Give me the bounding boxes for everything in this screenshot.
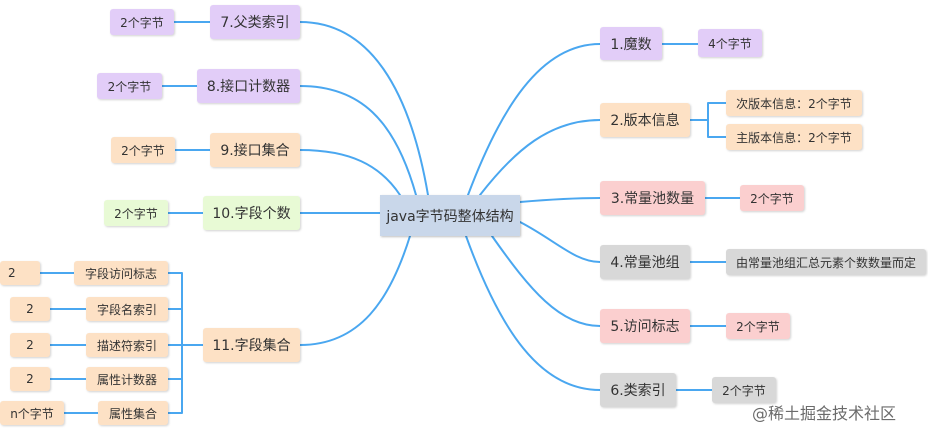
node-magic: 1.魔数 bbox=[600, 27, 662, 60]
field-attribute-set: 属性集合 bbox=[98, 401, 168, 425]
leaf-magic-size: 4个字节 bbox=[698, 29, 762, 57]
node-version: 2.版本信息 bbox=[600, 103, 690, 137]
node-interface-count: 8.接口计数器 bbox=[197, 69, 300, 103]
link-center-version bbox=[479, 119, 601, 196]
link-center-if-count bbox=[299, 85, 417, 196]
field-access-flags: 字段访问标志 bbox=[74, 261, 168, 285]
node-access-flags: 5.访问标志 bbox=[600, 309, 690, 343]
leaf-cp-count-size: 2个字节 bbox=[740, 185, 804, 211]
leaf-class-index-size: 2个字节 bbox=[712, 377, 776, 403]
node-super-index: 7.父类索引 bbox=[210, 5, 300, 39]
watermark: @稀土掘金技术社区 bbox=[752, 404, 897, 423]
link-center-access bbox=[491, 235, 601, 327]
link-center-field-set bbox=[299, 235, 411, 346]
leaf-minor-version: 次版本信息：2个字节 bbox=[726, 90, 862, 116]
value-attribute-count: 2 bbox=[10, 367, 50, 391]
link-center-magic bbox=[467, 43, 601, 196]
value-descriptor-index: 2 bbox=[10, 333, 50, 357]
leaf-interface-count-size: 2个字节 bbox=[97, 73, 162, 99]
leaf-cp-pool-size: 由常量池组汇总元素个数数量而定 bbox=[726, 249, 926, 275]
link-version-bracket bbox=[689, 102, 727, 138]
node-field-set: 11.字段集合 bbox=[203, 328, 300, 362]
field-name-index: 字段名索引 bbox=[86, 297, 168, 321]
leaf-interface-set-size: 2个字节 bbox=[111, 137, 175, 163]
link-field-set-bracket bbox=[167, 272, 204, 414]
node-interface-set: 9.接口集合 bbox=[210, 133, 300, 167]
node-class-index: 6.类索引 bbox=[600, 373, 676, 407]
link-center-cp-count bbox=[519, 197, 601, 203]
value-access-flags: 2 bbox=[0, 261, 40, 285]
node-field-count: 10.字段个数 bbox=[203, 196, 300, 230]
value-name-index: 2 bbox=[10, 297, 50, 321]
link-center-class-index bbox=[465, 235, 601, 391]
field-attribute-count: 属性计数器 bbox=[86, 367, 168, 391]
link-center-super bbox=[299, 21, 429, 196]
leaf-super-size: 2个字节 bbox=[110, 9, 174, 35]
field-descriptor-index: 描述符索引 bbox=[86, 333, 168, 357]
link-center-if-set bbox=[299, 149, 401, 196]
node-cp-pool: 4.常量池组 bbox=[600, 245, 690, 279]
leaf-field-count-size: 2个字节 bbox=[104, 200, 168, 226]
node-cp-count: 3.常量池数量 bbox=[600, 181, 705, 215]
value-attribute-set: n个字节 bbox=[0, 401, 64, 425]
link-center-cp-pool bbox=[519, 221, 601, 263]
leaf-major-version: 主版本信息：2个字节 bbox=[726, 124, 862, 150]
center-node: java字节码整体结构 bbox=[380, 195, 520, 236]
leaf-access-size: 2个字节 bbox=[726, 313, 790, 339]
